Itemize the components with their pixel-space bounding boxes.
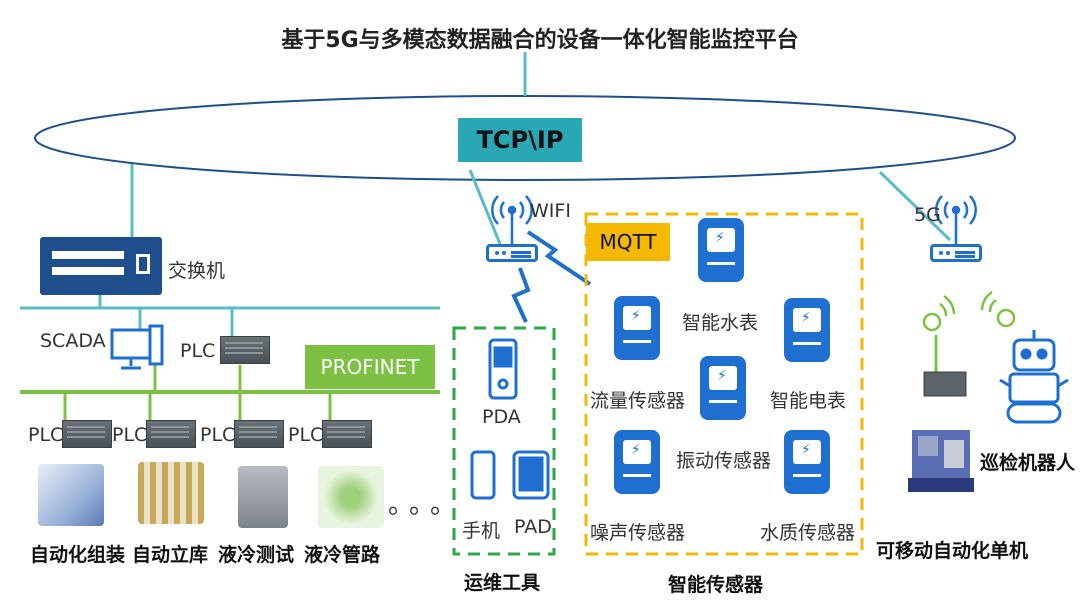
power-meter-icon: [784, 298, 830, 362]
fiveg-signal-icon-left: [922, 294, 956, 332]
scada-label: SCADA: [40, 330, 106, 352]
plc-label-1: PLC: [28, 424, 64, 446]
sensors-caption: 智能传感器: [668, 574, 764, 596]
profinet-badge: PROFINET: [305, 345, 435, 389]
sensors-dashed-box: [584, 212, 864, 556]
mobile-caption: 可移动自动化单机: [876, 540, 1029, 562]
plc-top-label: PLC: [180, 340, 216, 362]
tools-dashed-box: [452, 326, 556, 556]
pda-label: PDA: [482, 406, 521, 428]
ellipsis: 。。。: [388, 490, 465, 520]
phone-icon: [470, 450, 496, 500]
plc-label-3: PLC: [200, 424, 236, 446]
plc-icon-3: [234, 420, 284, 448]
scada-monitor-icon: [110, 324, 164, 370]
water-meter-icon: [698, 218, 744, 282]
vibration-sensor-icon: [700, 356, 746, 420]
plc-icon-4: [322, 420, 372, 448]
wifi-label: WIFI: [530, 200, 571, 222]
water-quality-sensor-icon: [784, 430, 830, 494]
water-quality-sensor-label: 水质传感器: [760, 522, 856, 544]
mobile-machine-icon: [908, 430, 974, 492]
fiveg-router-icon: [930, 244, 982, 262]
plc-label-4: PLC: [288, 424, 324, 446]
wifi-waves-left: [491, 195, 533, 244]
equipment-label-2: 自动立库: [132, 544, 209, 566]
pad-icon: [512, 450, 550, 500]
flow-sensor-label: 流量传感器: [590, 390, 686, 412]
plc-icon-2: [146, 420, 196, 448]
warehouse-image: [138, 462, 204, 524]
equipment-label-4: 液冷管路: [304, 544, 381, 566]
fiveg-signal-icon-right: [980, 290, 1016, 328]
water-meter-label: 智能水表: [682, 312, 759, 334]
plc-icon-1: [62, 420, 112, 448]
pda-icon: [488, 338, 518, 400]
pad-label: PAD: [514, 516, 552, 538]
mqtt-badge: MQTT: [586, 223, 670, 261]
assembly-line-image: [38, 464, 104, 526]
power-meter-label: 智能电表: [770, 390, 847, 412]
robot-icon: [999, 330, 1069, 424]
noise-sensor-icon: [614, 430, 660, 494]
fiveg-label: 5G: [914, 204, 941, 226]
wifi-router-icon: [486, 244, 538, 262]
network-switch-icon: [40, 237, 162, 295]
cooling-pipes-image: [318, 466, 384, 528]
equipment-label-1: 自动化组装: [30, 544, 126, 566]
vibration-sensor-label: 振动传感器: [676, 450, 772, 472]
fiveg-plc-icon: [923, 371, 967, 397]
wireless-bolt-sensors: [526, 230, 592, 286]
phone-label: 手机: [462, 520, 501, 542]
cooling-test-image: [238, 466, 288, 528]
wifi-waves-5g: [935, 195, 977, 244]
plc-top-icon: [220, 336, 270, 364]
plc-label-2: PLC: [112, 424, 148, 446]
flow-sensor-icon: [614, 296, 660, 360]
tools-caption: 运维工具: [464, 572, 541, 594]
wifi-uplink-line: [468, 169, 502, 245]
equipment-label-3: 液冷测试: [218, 544, 295, 566]
tcp-ip-badge: TCP\IP: [458, 118, 582, 162]
fiveg-uplink-line: [878, 170, 952, 242]
switch-label: 交换机: [168, 260, 226, 282]
wireless-bolt-tools: [511, 267, 531, 323]
page-title: 基于5G与多模态数据融合的设备一体化智能监控平台: [281, 28, 799, 53]
robot-label: 巡检机器人: [980, 452, 1076, 474]
noise-sensor-label: 噪声传感器: [590, 522, 686, 544]
